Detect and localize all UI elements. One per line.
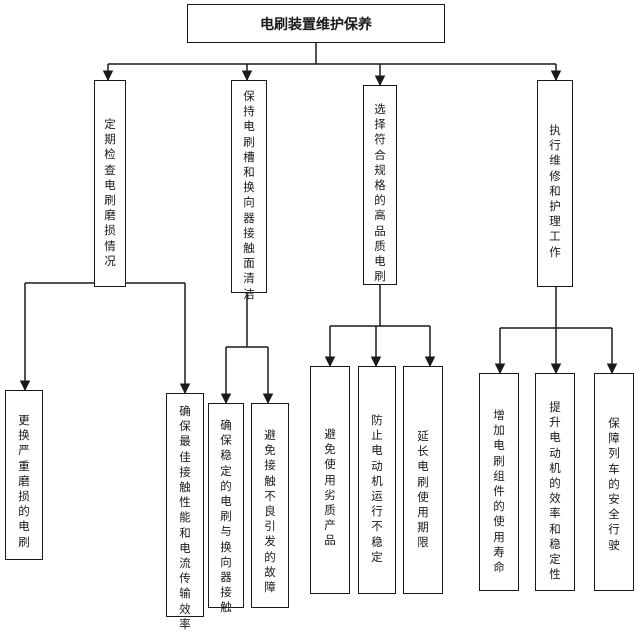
- leaf-label: 更换严重磨损的电刷: [18, 413, 30, 549]
- leaf-label: 避免使用劣质产品: [324, 427, 336, 548]
- leaf-node-safe-operation: 保障列车的安全行驶: [594, 373, 634, 591]
- leaf-label: 确保稳定的电刷与换向器接触: [220, 418, 232, 615]
- leaf-label: 避免接触不良引发的故障: [264, 428, 276, 595]
- leaf-node-increase-lifespan: 增加电刷组件的使用寿命: [479, 373, 519, 591]
- leaf-label: 延长电刷使用期限: [417, 429, 429, 550]
- leaf-node-prevent-unstable: 防止电动机运行不稳定: [358, 366, 396, 594]
- leaf-node-avoid-fault: 避免接触不良引发的故障: [251, 403, 289, 608]
- leaf-node-avoid-inferior: 避免使用劣质产品: [310, 366, 350, 594]
- branch-node-inspect-wear: 定期检查电刷磨损情况: [94, 80, 126, 287]
- root-label: 电刷装置维护保养: [260, 16, 372, 33]
- branch-node-keep-clean: 保持电刷槽和换向器接触面清洁: [231, 80, 267, 301]
- branch-label: 定期检查电刷磨损情况: [104, 117, 116, 268]
- leaf-label: 提升电动机的效率和稳定性: [549, 400, 561, 582]
- leaf-node-replace-brush: 更换严重磨损的电刷: [5, 390, 43, 560]
- leaf-label: 保障列车的安全行驶: [608, 416, 620, 552]
- leaf-node-extend-life: 延长电刷使用期限: [403, 366, 443, 594]
- leaf-node-improve-efficiency: 提升电动机的效率和稳定性: [535, 373, 575, 591]
- branch-node-choose-brush: 选择符合规格的高品质电刷: [363, 85, 397, 285]
- leaf-label: 确保最佳接触性能和电流传输效率: [179, 404, 191, 631]
- leaf-label: 防止电动机运行不稳定: [371, 413, 383, 564]
- root-node: 电刷装置维护保养: [187, 4, 445, 43]
- leaf-label: 增加电刷组件的使用寿命: [493, 408, 505, 575]
- leaf-node-stable-contact: 确保稳定的电刷与换向器接触: [208, 403, 244, 614]
- branch-label: 执行维修和护理工作: [549, 123, 561, 259]
- branch-label: 保持电刷槽和换向器接触面清洁: [243, 89, 255, 301]
- branch-node-maintenance: 执行维修和护理工作: [537, 80, 573, 287]
- leaf-node-best-contact: 确保最佳接触性能和电流传输效率: [166, 393, 204, 631]
- branch-label: 选择符合规格的高品质电刷: [374, 102, 386, 284]
